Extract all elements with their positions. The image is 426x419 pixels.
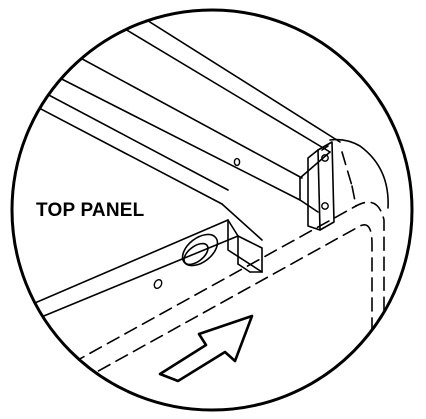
- end-bracket: [307, 141, 335, 231]
- top-panel-label: TOP PANEL: [36, 200, 145, 221]
- detail-circle: [10, 8, 414, 412]
- hidden-outline: [19, 151, 385, 401]
- frame-corner: [329, 138, 389, 209]
- oval-cutout: [181, 233, 219, 267]
- upper-rail: [19, 10, 341, 213]
- insert-arrow-icon: [158, 314, 254, 383]
- rail-screw-hole: [233, 157, 241, 167]
- panel-small-hole: [153, 278, 163, 290]
- bracket-hole-bottom: [321, 202, 329, 210]
- bracket-hole-top: [321, 154, 329, 162]
